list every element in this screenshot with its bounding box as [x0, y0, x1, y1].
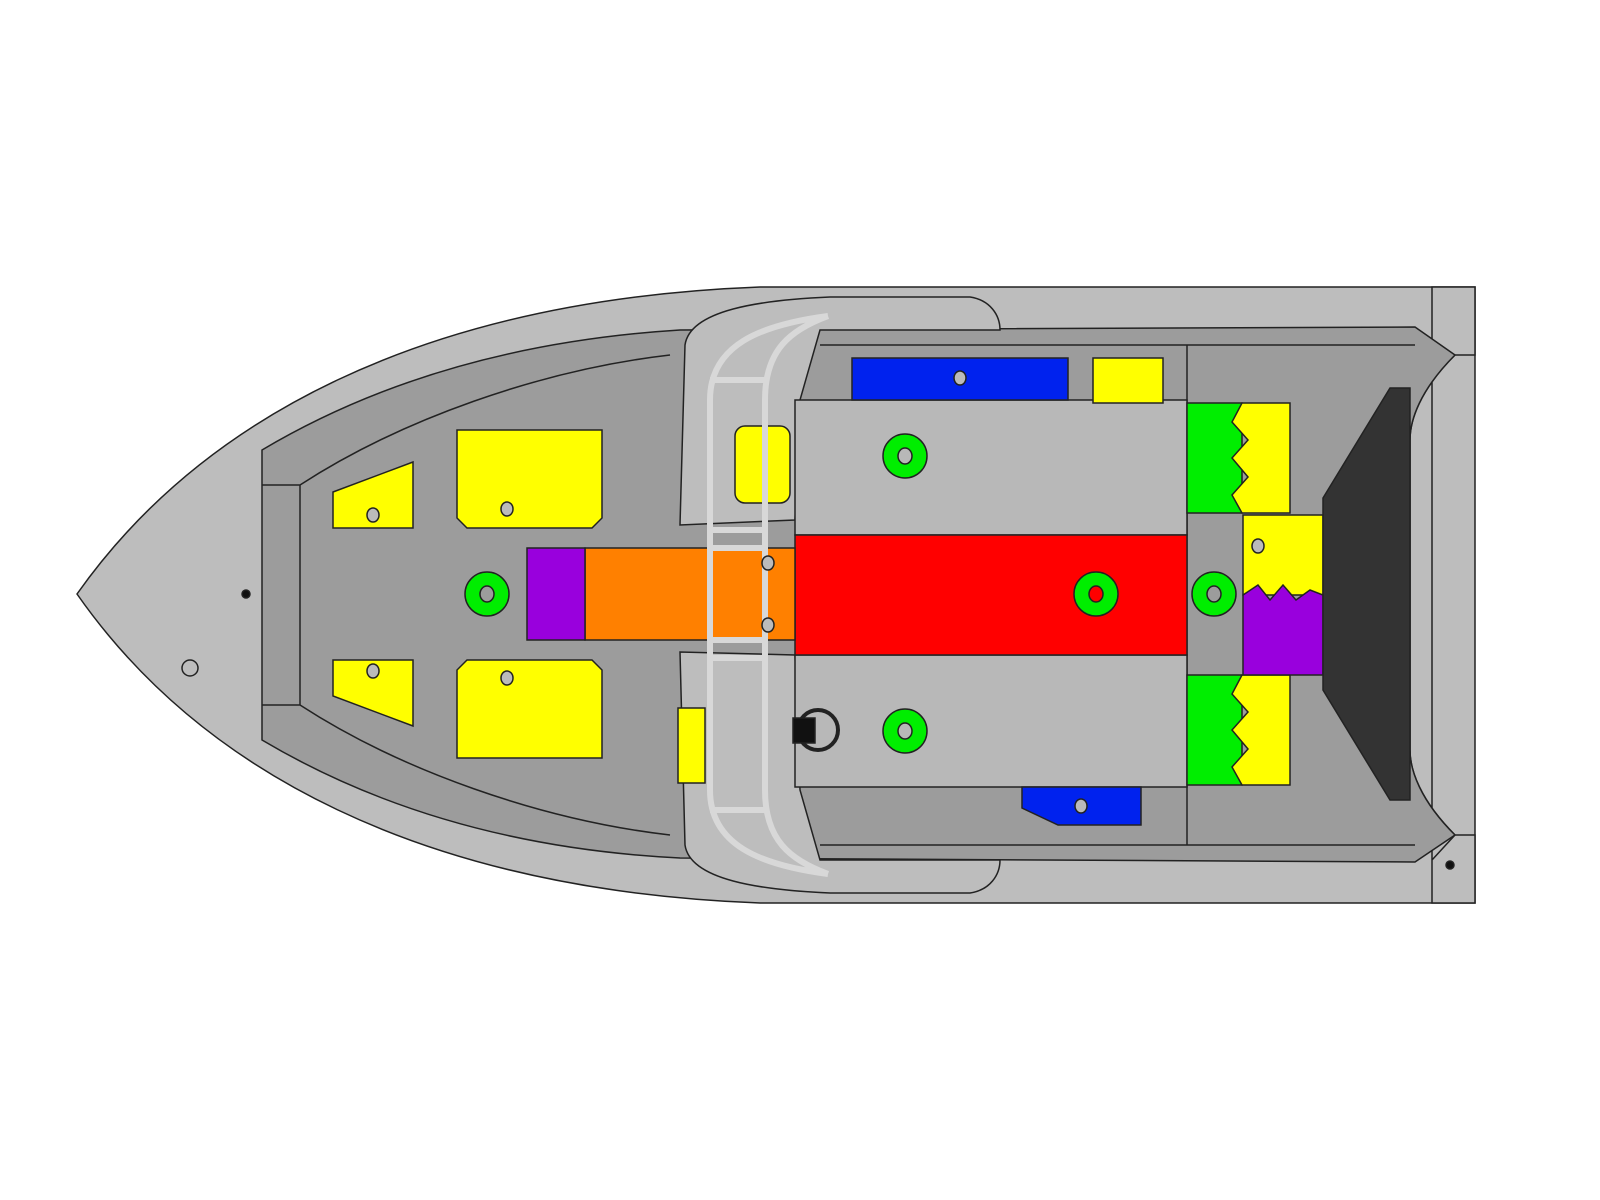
seat-pedestal-base — [1191, 571, 1237, 617]
seat-pedestal-base — [464, 571, 510, 617]
aft-seat-port-yellow — [1231, 402, 1291, 514]
floor-panel-starboard — [794, 654, 1188, 788]
hatch-latch-icon — [500, 670, 514, 686]
hatch-latch-icon — [761, 555, 775, 571]
bow-hatch-4 — [456, 659, 603, 759]
hatch-latch-icon — [1251, 538, 1265, 554]
hatch-latch-icon — [366, 663, 380, 679]
floor-panel-port — [794, 399, 1188, 536]
bow-hatch-2 — [456, 429, 603, 529]
hatch-latch-icon — [366, 507, 380, 523]
seat-pedestal-base — [1073, 571, 1119, 617]
steering-hub — [792, 717, 816, 744]
stern-bench-purple — [1242, 583, 1324, 676]
bow-hatch-3 — [332, 659, 414, 728]
center-zone-red — [794, 534, 1188, 656]
console-panel-yellow — [677, 707, 706, 784]
stern-bench-yellow — [1242, 514, 1324, 596]
console-housing-lower — [679, 651, 1001, 894]
side-storage-yellow — [1092, 357, 1164, 404]
hatch-latch-icon — [953, 370, 967, 386]
stern-drain — [1445, 860, 1455, 870]
bow-zone-purple — [526, 547, 586, 641]
engine-well — [1322, 387, 1411, 801]
seat-pedestal-base — [882, 433, 928, 479]
windshield-rail — [707, 313, 830, 877]
center-zone-orange — [584, 547, 796, 641]
cockpit-inner-border — [262, 344, 1415, 846]
hatch-latch-icon — [761, 617, 775, 633]
bow-cleat — [181, 659, 199, 677]
bow-drain — [241, 589, 251, 599]
hatch-latch-icon — [500, 501, 514, 517]
aft-seat-stbd-yellow — [1231, 674, 1291, 786]
hatch-latch-icon — [1074, 798, 1088, 814]
seat-pedestal-base — [882, 708, 928, 754]
bow-hatch-1 — [332, 460, 414, 529]
